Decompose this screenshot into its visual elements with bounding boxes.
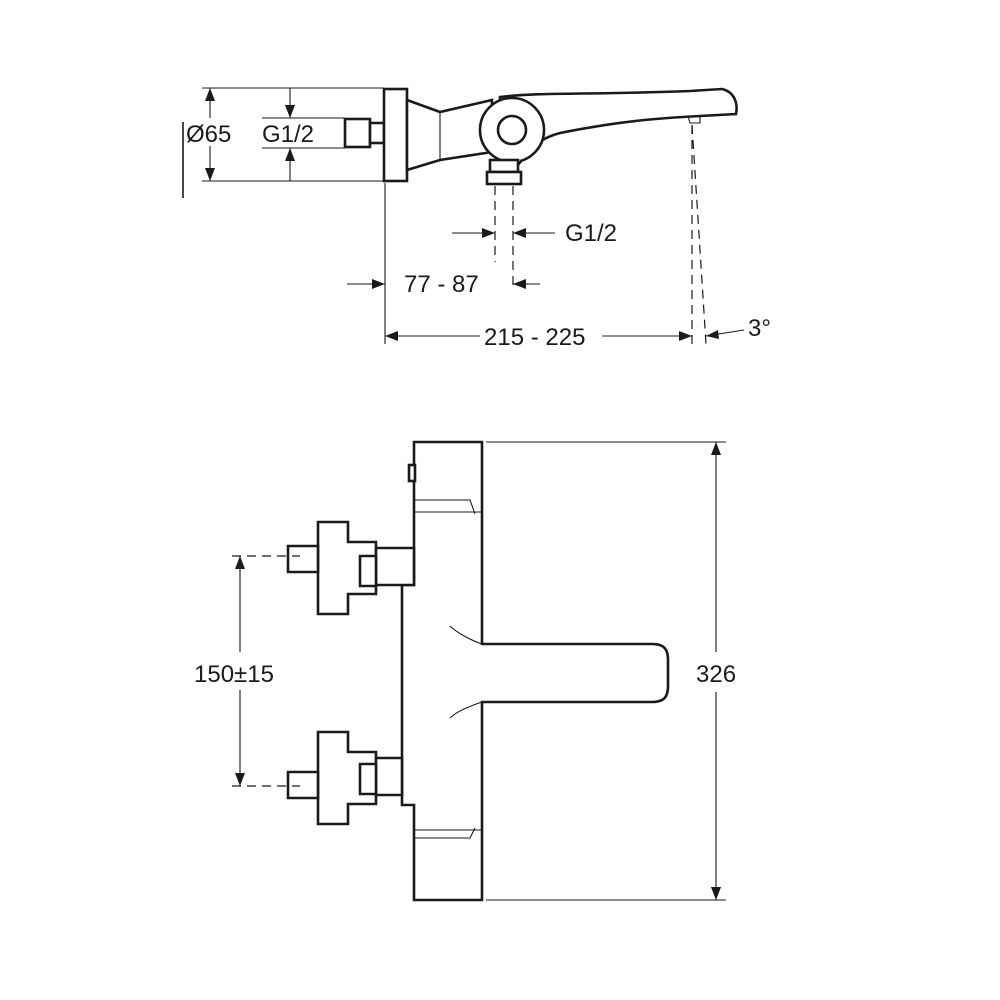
lower-eccentric-connection <box>286 730 404 826</box>
diameter-arrow-top <box>205 88 215 101</box>
wall-offset-arrow-right <box>513 279 526 289</box>
centres-arrow-bottom <box>235 773 245 786</box>
spout <box>498 87 738 162</box>
spout-curve-upper <box>449 625 483 645</box>
projection-label: 215 - 225 <box>484 324 585 351</box>
inlet-thread-label: G1/2 <box>262 121 314 148</box>
height-label: 326 <box>696 661 736 688</box>
outlet-thread-label: G1/2 <box>565 220 617 247</box>
front-view: 150±15 326 <box>194 440 736 902</box>
wall-plate <box>382 87 409 183</box>
outlet-arrow-right <box>513 228 526 238</box>
spout-curve-lower <box>449 701 483 719</box>
diameter-label: Ø65 <box>186 121 231 148</box>
temperature-stop-button <box>407 463 417 483</box>
upper-eccentric-connection <box>286 520 416 616</box>
inlet-arrow-top <box>285 105 295 118</box>
wall-offset-label: 77 - 87 <box>404 271 479 298</box>
angle-label: 3° <box>748 315 771 342</box>
mixer-body <box>400 440 670 902</box>
height-arrow-bottom <box>711 887 721 900</box>
outlet-connector <box>485 158 523 186</box>
angle-arrow <box>706 330 719 339</box>
inlet-arrow-bottom <box>285 148 295 161</box>
inlet-connector <box>343 117 386 149</box>
diverter-knob <box>496 114 528 146</box>
centres-arrow-top <box>235 556 245 569</box>
side-view: Ø65 G1/2 <box>182 87 771 351</box>
diameter-arrow-bottom <box>205 168 215 181</box>
spout-flow-line-angled <box>691 124 707 345</box>
outlet-arrow-left <box>482 228 495 238</box>
projection-arrow-right <box>679 331 692 341</box>
projection-arrow-left <box>385 331 398 341</box>
height-arrow-top <box>711 442 721 455</box>
bottom-cap-edge <box>414 827 476 839</box>
top-cap-edge <box>414 499 476 515</box>
wall-offset-arrow-left <box>372 279 385 289</box>
spout-aerator <box>687 115 701 124</box>
centres-label: 150±15 <box>194 661 274 688</box>
